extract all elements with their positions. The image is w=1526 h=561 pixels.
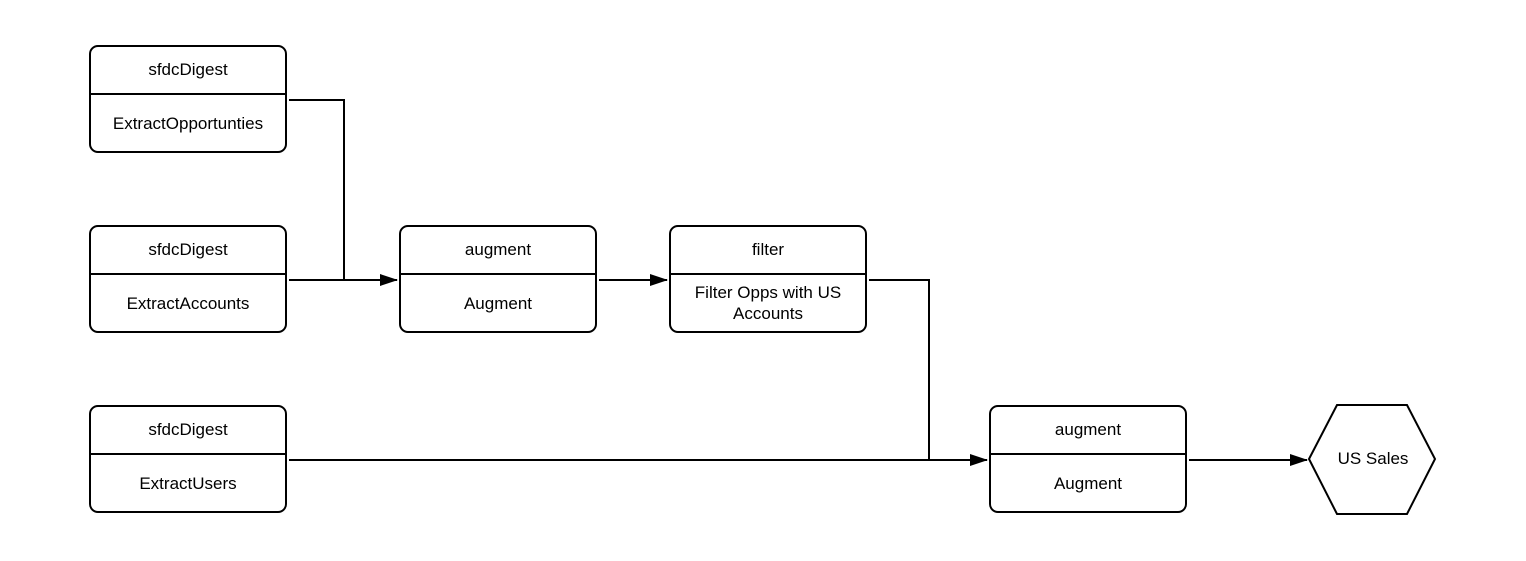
node-name-label: Augment [463, 293, 533, 313]
node-name-label: Augment [1053, 473, 1123, 493]
node-type-label: sfdcDigest [91, 227, 285, 275]
node-filter[interactable]: filter Filter Opps with US Accounts [669, 225, 867, 333]
node-augment-1[interactable]: augment Augment [399, 225, 597, 333]
node-type-label: augment [991, 407, 1185, 455]
node-name-label: ExtractOpportunties [112, 113, 264, 133]
node-augment-2[interactable]: augment Augment [989, 405, 1187, 513]
edge-opportunities-to-augment [289, 99, 345, 280]
node-name-label: ExtractAccounts [126, 293, 250, 313]
node-type-label: sfdcDigest [91, 47, 285, 95]
node-extract-users[interactable]: sfdcDigest ExtractUsers [89, 405, 287, 513]
node-type-label: filter [671, 227, 865, 275]
edge-filter-to-augment [869, 279, 930, 460]
output-label: US Sales [1337, 449, 1409, 468]
output-hexagon[interactable] [1307, 404, 1437, 515]
node-extract-accounts[interactable]: sfdcDigest ExtractAccounts [89, 225, 287, 333]
node-extract-opportunities[interactable]: sfdcDigest ExtractOpportunties [89, 45, 287, 153]
node-name-label: Filter Opps with US Accounts [694, 283, 842, 323]
node-name-label: ExtractUsers [139, 473, 237, 493]
node-type-label: augment [401, 227, 595, 275]
node-type-label: sfdcDigest [91, 407, 285, 455]
